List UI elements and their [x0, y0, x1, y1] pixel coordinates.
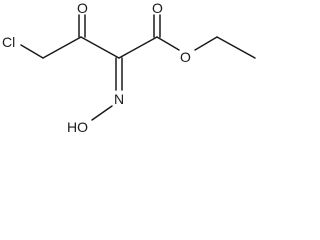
atom-hydroxyl: HO — [67, 119, 88, 135]
bond-ch2-ch3 — [216, 36, 256, 59]
bond-alpha-c-ester-c — [118, 36, 158, 59]
atom-carbonyl-oxygen: O — [152, 0, 163, 16]
bond-ch2-ketone-c — [42, 36, 82, 59]
atom-ester-oxygen: O — [180, 49, 191, 65]
bond-o-ch2 — [194, 36, 218, 51]
bond-ester-c-o — [156, 36, 180, 51]
bond-ketone-c-alpha-c — [80, 36, 120, 59]
atom-chlorine: Cl — [2, 34, 15, 50]
chemical-structure: Cl O O O N HO — [2, 0, 256, 135]
atom-ketone-oxygen: O — [77, 0, 88, 16]
atom-oxime-nitrogen: N — [114, 91, 124, 107]
bond-cl-ch2 — [20, 44, 44, 59]
bond-n-oh — [91, 105, 113, 121]
